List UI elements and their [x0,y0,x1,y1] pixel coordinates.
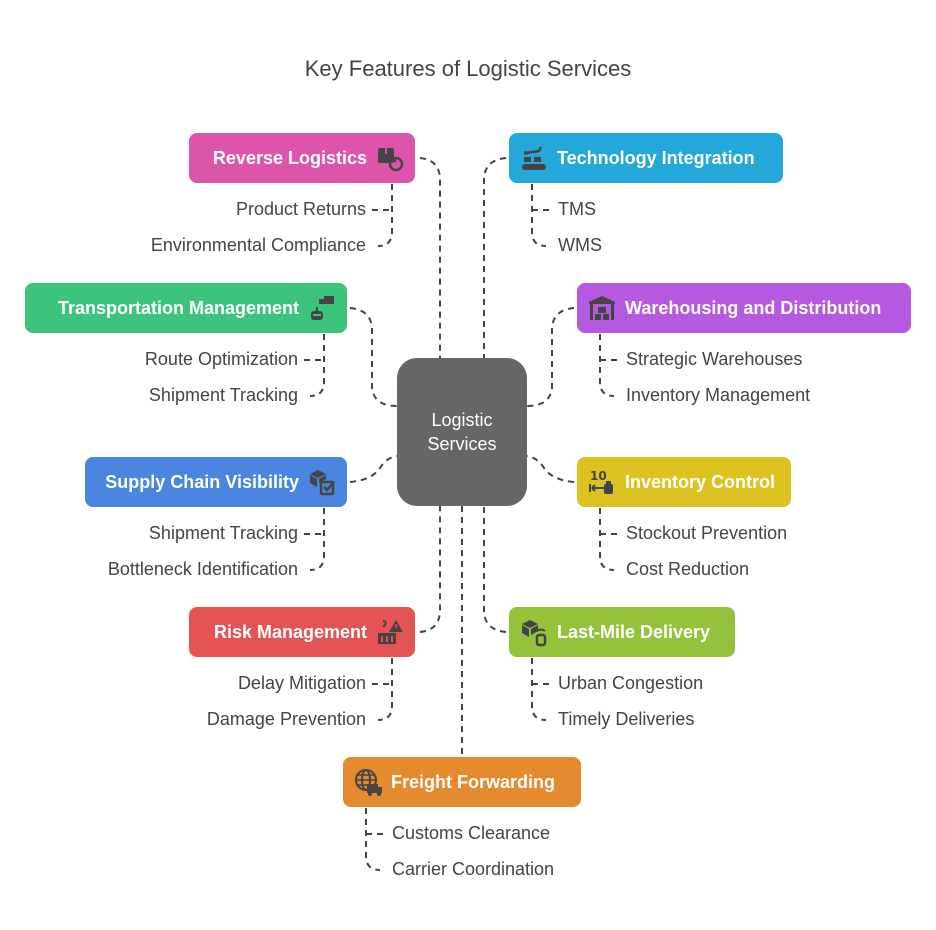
robot-truck-icon [307,293,337,323]
sub-item: Environmental Compliance [150,235,366,255]
sub-item: TMS [558,199,596,219]
link-warehousing-distribution [526,307,575,407]
container-warning-icon [375,617,405,647]
sub-item: Delay Mitigation [237,673,366,693]
branch-warehousing-distribution[interactable]: Warehousing and Distribution [577,283,911,333]
central-node-line1: Logistic [431,410,493,430]
branch-label: Freight Forwarding [391,771,555,792]
branch-freight-forwarding[interactable]: Freight Forwarding [343,757,581,807]
branch-last-mile-delivery[interactable]: Last-Mile Delivery [509,607,735,657]
link-transportation-management [349,307,398,407]
sub-item: Damage Prevention [206,709,366,729]
sub-item: WMS [558,235,602,255]
robot-arm-conveyor-icon [519,143,549,173]
box-recycle-icon [375,143,405,173]
link-reverse-logistics [419,157,441,358]
link-inventory-control [526,455,575,483]
branch-inventory-control[interactable]: 10 Inventory Control [577,457,791,507]
link-risk-management [419,506,441,633]
branch-technology-integration[interactable]: Technology Integration [509,133,783,183]
sub-item: Timely Deliveries [558,709,695,729]
branch-label: Reverse Logistics [212,147,367,168]
sub-item: Strategic Warehouses [626,349,803,369]
link-supply-chain-visibility [349,455,398,483]
inventory-count-icon: 10 [587,467,617,497]
branch-label: Risk Management [213,621,367,642]
sub-item: Bottleneck Identification [107,559,298,579]
sub-item: Cost Reduction [626,559,750,579]
box-signal-icon [519,617,549,647]
central-node-line2: Services [427,434,497,454]
branch-label: Technology Integration [557,147,755,168]
diagram-title: Key Features of Logistic Services [304,56,632,81]
branch-label: Transportation Management [57,297,299,318]
sub-item: Route Optimization [144,349,298,369]
globe-truck-icon [353,767,383,797]
sub-item: Inventory Management [626,385,811,405]
branch-label: Last-Mile Delivery [557,621,711,642]
branch-label: Inventory Control [625,471,776,492]
sub-item: Shipment Tracking [148,385,298,405]
branch-supply-chain-visibility[interactable]: Supply Chain Visibility [85,457,347,507]
sub-item: Customs Clearance [392,823,551,843]
svg-text:10: 10 [590,469,607,483]
branch-risk-management[interactable]: Risk Management [189,607,415,657]
central-node[interactable]: Logistic Services [397,358,527,506]
sub-item: Product Returns [235,199,366,219]
link-technology-integration [483,157,507,358]
sub-item: Stockout Prevention [626,523,788,543]
warehouse-icon [587,293,617,323]
sub-item: Carrier Coordination [392,859,555,879]
link-last-mile-delivery [483,506,507,633]
box-check-icon [307,467,337,497]
branch-label: Supply Chain Visibility [105,471,299,492]
branch-reverse-logistics[interactable]: Reverse Logistics [189,133,415,183]
sub-item: Urban Congestion [558,673,704,693]
branch-label: Warehousing and Distribution [625,297,882,318]
branch-transportation-management[interactable]: Transportation Management [25,283,347,333]
sub-item: Shipment Tracking [148,523,298,543]
